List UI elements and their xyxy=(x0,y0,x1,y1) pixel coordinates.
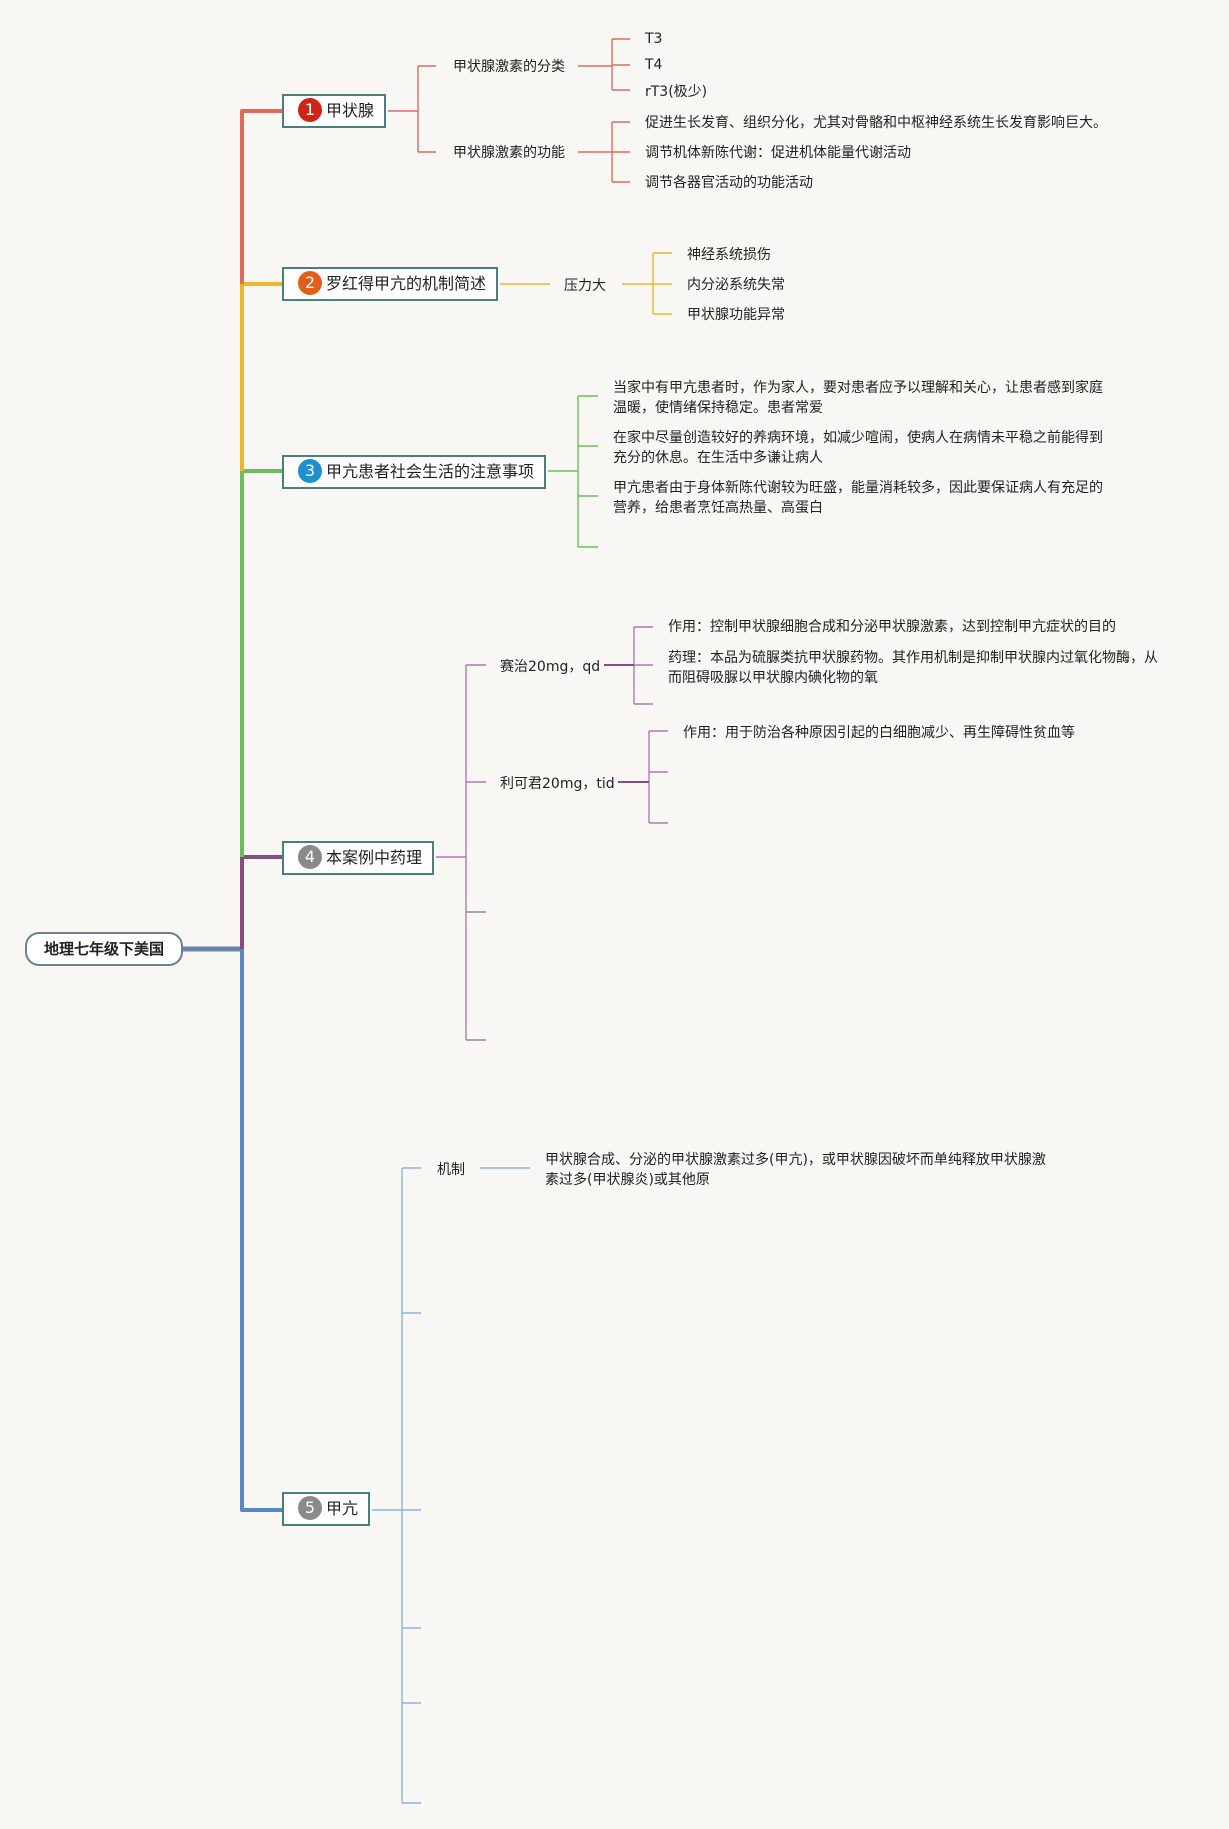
leaf-function-organs[interactable]: 调节各器官活动的功能活动 xyxy=(645,175,813,191)
topic-label: 罗红得甲亢的机制简述 xyxy=(326,274,487,293)
topic4-branch xyxy=(436,664,486,1041)
topic-label: 甲亢患者社会生活的注意事项 xyxy=(326,462,535,481)
trunk-topic4 xyxy=(240,855,282,949)
topic1-branch xyxy=(388,65,436,153)
leaf-saizhi-effect[interactable]: 作用：控制甲状腺细胞合成和分泌甲状腺激素，达到控制甲亢症状的目的 xyxy=(668,619,1116,635)
leaf-rt3[interactable]: rT3(极少) xyxy=(645,84,708,100)
number-badge-3-icon: 3 xyxy=(298,458,322,483)
leaf-family-care[interactable]: 当家中有甲亢患者时，作为家人，要对患者应予以理解和关心，让患者感到家庭温暖，使情… xyxy=(613,380,1103,416)
leaf-rest-environment[interactable]: 在家中尽量创造较好的养病环境，如减少喧闹，使病人在病情未平稳之前能得到充分的休息… xyxy=(613,430,1103,466)
root-node[interactable]: 地理七年级下美国 xyxy=(25,932,183,966)
node-high-pressure[interactable]: 压力大 xyxy=(564,278,606,294)
leaf-t3[interactable]: T3 xyxy=(645,31,663,47)
node-hormone-function[interactable]: 甲状腺激素的功能 xyxy=(453,145,565,161)
trunk-topic1 xyxy=(240,109,282,284)
topic-label: 本案例中药理 xyxy=(326,848,423,867)
trunk-topic3 xyxy=(240,469,282,857)
leaf-endocrine-disorder[interactable]: 内分泌系统失常 xyxy=(687,277,785,293)
leaf-function-growth[interactable]: 促进生长发育、组织分化，尤其对骨骼和中枢神经系统生长发育影响巨大。 xyxy=(645,115,1107,131)
pressure-branch xyxy=(622,252,672,315)
leaf-function-metabolism[interactable]: 调节机体新陈代谢：促进机体能量代谢活动 xyxy=(645,145,911,161)
leaf-mechanism-detail[interactable]: 甲状腺合成、分泌的甲状腺激素过多(甲亢)，或甲状腺因破坏而单纯释放甲状腺激素过多… xyxy=(545,1152,1046,1188)
topic-label: 甲亢 xyxy=(326,1499,359,1518)
number-badge-4-icon: 4 xyxy=(298,844,322,869)
number-badge-5-icon: 5 xyxy=(298,1495,322,1520)
leaf-thyroid-abnormal[interactable]: 甲状腺功能异常 xyxy=(687,307,785,323)
number-badge-1-icon: 1 xyxy=(298,97,322,122)
topic-label: 甲状腺 xyxy=(326,101,375,120)
topic3-branch xyxy=(548,395,598,548)
classification-branch xyxy=(578,38,630,91)
node-mechanism[interactable]: 机制 xyxy=(437,1162,465,1178)
likejun-branch xyxy=(618,730,668,824)
trunk-topic5 xyxy=(240,949,282,1512)
leaf-nervous-damage[interactable]: 神经系统损伤 xyxy=(687,247,771,263)
trunk-topic2 xyxy=(240,282,282,471)
number-badge-2-icon: 2 xyxy=(298,270,322,295)
node-hormone-classification[interactable]: 甲状腺激素的分类 xyxy=(453,59,565,75)
function-branch xyxy=(578,121,630,183)
leaf-saizhi-pharmacology[interactable]: 药理：本品为硫脲类抗甲状腺药物。其作用机制是抑制甲状腺内过氧化物酶，从而阻碍吸脲… xyxy=(668,650,1158,686)
node-drug-saizhi[interactable]: 赛治20mg，qd xyxy=(500,659,601,675)
topic5-branch xyxy=(372,1167,421,1804)
leaf-likejun-effect[interactable]: 作用：用于防治各种原因引起的白细胞减少、再生障碍性贫血等 xyxy=(683,725,1075,741)
leaf-t4[interactable]: T4 xyxy=(645,57,663,73)
leaf-nutrition[interactable]: 甲亢患者由于身体新陈代谢较为旺盛，能量消耗较多，因此要保证病人有充足的营养，给患… xyxy=(613,480,1103,516)
node-drug-likejun[interactable]: 利可君20mg，tid xyxy=(500,776,615,792)
